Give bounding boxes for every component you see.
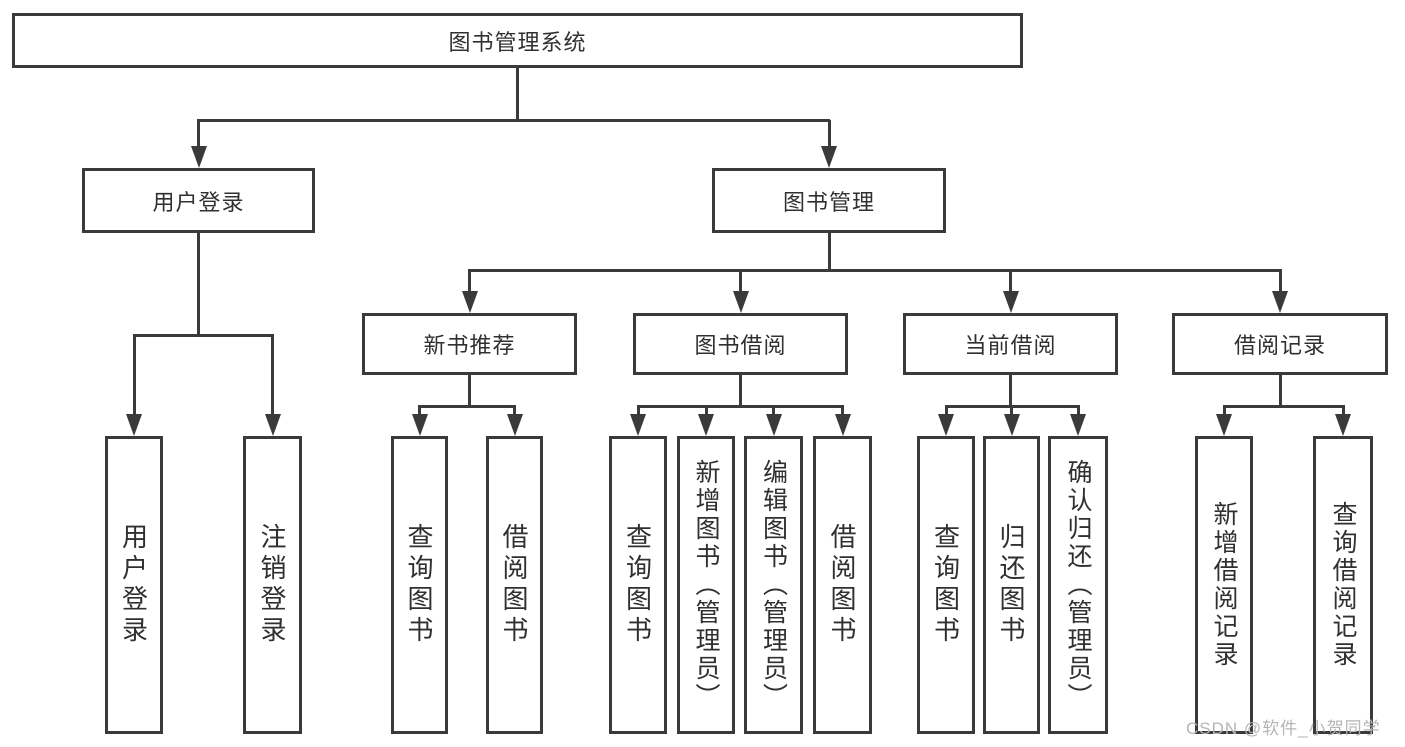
connector-line [944, 406, 948, 418]
connector-arrowhead [264, 414, 281, 436]
connector-arrowhead [411, 414, 428, 436]
connector-line [827, 120, 831, 150]
connector-line [841, 406, 844, 418]
connector-line [772, 406, 775, 418]
connector-line [1076, 406, 1080, 418]
node-book-management: 图书管理 [712, 168, 946, 233]
connector-line [197, 233, 200, 336]
connector-line [1278, 375, 1282, 408]
node-query-borrow-record: 查询借阅记录 [1313, 436, 1373, 734]
connector-line [1010, 406, 1013, 418]
connector-arrowhead [732, 291, 749, 313]
node-label: 当前借阅 [964, 333, 1057, 358]
node-borrow-books-leaf: 借阅图书 [813, 436, 872, 734]
connector-arrowhead [630, 414, 646, 436]
watermark: CSDN @软件_小贺同学 [1186, 719, 1381, 738]
node-new-book-recommend: 新书推荐 [362, 313, 577, 375]
connector-line [1341, 406, 1345, 418]
connector-arrowhead [1002, 291, 1019, 313]
connector-line [197, 118, 830, 122]
connector-arrowhead [698, 414, 714, 436]
connector-arrowhead [1216, 414, 1232, 436]
connector-line [636, 406, 640, 418]
connector-arrowhead [1272, 291, 1288, 313]
connector-arrowhead [821, 146, 837, 168]
node-user-login: 用户登录 [82, 168, 315, 233]
node-user-login-leaf: 用户登录 [105, 436, 163, 734]
connector-arrowhead [765, 414, 782, 436]
connector-line [418, 406, 421, 418]
connector-arrowhead [1335, 414, 1351, 436]
connector-line [636, 404, 844, 408]
connector-line [1222, 406, 1226, 418]
connector-arrowhead [1003, 414, 1020, 436]
connector-line [468, 268, 1282, 272]
connector-line [418, 404, 516, 408]
node-borrow-records: 借阅记录 [1172, 313, 1388, 375]
node-borrow-books-recommend: 借阅图书 [486, 436, 543, 734]
connector-line [468, 375, 471, 408]
connector-arrowhead [834, 414, 851, 436]
node-edit-books-admin: 编辑图书（管理员） [744, 436, 803, 734]
connector-line [468, 270, 471, 295]
connector-line [704, 406, 708, 418]
node-current-borrow: 当前借阅 [903, 313, 1118, 375]
connector-line [513, 406, 516, 418]
connector-arrowhead [506, 414, 523, 436]
node-library-system: 图书管理系统 [12, 13, 1023, 68]
connector-line [1278, 270, 1282, 295]
connector-line [1222, 404, 1345, 408]
connector-line [1009, 375, 1012, 408]
connector-arrowhead [461, 291, 478, 313]
node-label: 用户登录 [152, 189, 245, 215]
node-query-books-recommend: 查询图书 [391, 436, 448, 734]
connector-line [132, 333, 274, 337]
node-label: 图书借阅 [694, 333, 787, 358]
node-label: 图书管理系统 [448, 29, 587, 55]
connector-line [515, 67, 519, 121]
node-book-borrow: 图书借阅 [633, 313, 848, 375]
connector-line [197, 120, 200, 150]
node-logout-leaf: 注销登录 [243, 436, 302, 734]
node-add-borrow-record: 新增借阅记录 [1195, 436, 1253, 734]
node-confirm-return-admin: 确认归还（管理员） [1048, 436, 1108, 734]
node-query-books-borrow: 查询图书 [609, 436, 667, 734]
node-label: 借阅记录 [1233, 333, 1326, 358]
node-return-books: 归还图书 [983, 436, 1040, 734]
connector-line [271, 335, 274, 418]
connector-line [132, 335, 136, 418]
node-add-books-admin: 新增图书（管理员） [677, 436, 735, 734]
connector-arrowhead [938, 414, 954, 436]
connector-arrowhead [190, 146, 207, 168]
connector-arrowhead [126, 414, 142, 436]
connector-arrowhead [1070, 414, 1086, 436]
node-label: 新书推荐 [423, 333, 516, 358]
node-query-books-current: 查询图书 [917, 436, 975, 734]
connector-line [739, 375, 742, 408]
connector-line [1009, 270, 1012, 295]
connector-line [827, 233, 831, 271]
connector-line [739, 270, 742, 295]
node-label: 图书管理 [782, 189, 875, 215]
